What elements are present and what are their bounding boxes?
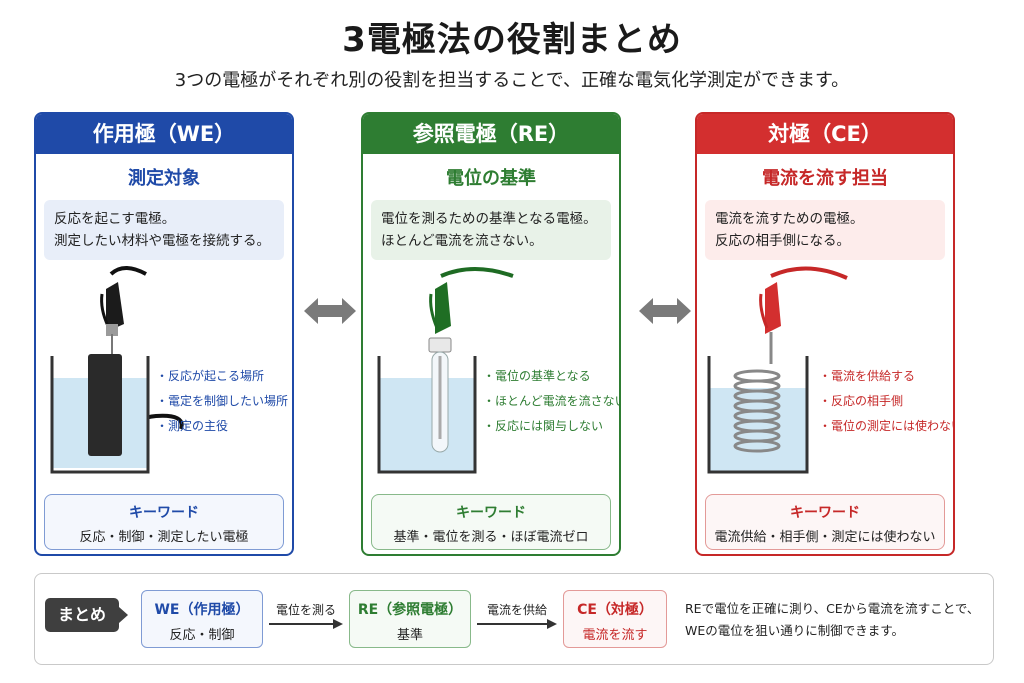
summary-text-line: REで電位を正確に測り、CEから電流を流すことで、 xyxy=(685,601,980,616)
list-item: ・反応には関与しない xyxy=(483,419,604,433)
reference-electrode-illustration xyxy=(377,267,514,474)
keyword-text: 基準・電位を測る・ほぼ電流ゼロ xyxy=(393,530,589,545)
arrow-right-icon xyxy=(477,619,557,629)
list-item: ・電流を供給する xyxy=(819,369,916,383)
panel-header: 参照電極（RE） xyxy=(363,114,619,154)
summary-arrow-1: 電位を測る xyxy=(267,601,345,641)
feature-list: ・電位の基準となる ・ほとんど電流を流さない ・反応には関与しない xyxy=(483,364,621,439)
summary-ce-title: CE（対極） xyxy=(577,602,653,618)
double-arrow-icon xyxy=(639,298,691,324)
working-electrode-illustration xyxy=(50,266,184,474)
feature-list: ・反応が起こる場所 ・電定を制御したい場所 ・測定の主役 xyxy=(156,364,288,439)
keyword-text: 電流供給・相手側・測定には使わない xyxy=(714,530,936,545)
arrow-right-icon xyxy=(269,619,343,629)
panel-header: 対極（CE） xyxy=(697,114,953,154)
summary-re-box: RE（参照電極） 基準 xyxy=(349,590,471,648)
arrow-label: 電位を測る xyxy=(275,603,336,617)
double-arrow-icon xyxy=(304,298,356,324)
keyword-title: キーワード xyxy=(456,505,526,521)
list-item: ・反応の相手側 xyxy=(819,394,904,408)
list-item: ・測定の主役 xyxy=(156,419,229,433)
list-item: ・ほとんど電流を流さない xyxy=(483,394,621,408)
list-item: ・電位の測定には使わない xyxy=(819,419,955,433)
counter-electrode-illustration xyxy=(707,266,848,474)
panel-role: 測定対象 xyxy=(128,168,200,189)
keyword-box: キーワード 反応・制御・測定したい電極 xyxy=(44,494,284,550)
keyword-box: キーワード 電流供給・相手側・測定には使わない xyxy=(705,494,945,550)
description-line: 電流を流すための電極。 xyxy=(715,211,864,227)
list-item: ・電位の基準となる xyxy=(483,369,591,383)
summary-arrow-2: 電流を供給 xyxy=(475,601,559,641)
keyword-text: 反応・制御・測定したい電極 xyxy=(79,530,249,545)
panel-role: 電流を流す担当 xyxy=(762,168,888,189)
summary-we-box: WE（作用極） 反応・制御 xyxy=(141,590,263,648)
panel-description: 電位を測るための基準となる電極。 ほとんど電流を流さない。 xyxy=(371,200,611,260)
summary-tag-pointer xyxy=(119,607,128,623)
list-item: ・電定を制御したい場所 xyxy=(156,394,289,408)
summary-re-title: RE（参照電極） xyxy=(357,602,463,618)
page-subtitle: 3つの電極がそれぞれ別の役割を担当することで、正確な電気化学測定ができます。 xyxy=(174,70,850,91)
summary-ce-subtitle: 電流を流す xyxy=(582,628,648,643)
summary-we-subtitle: 反応・制御 xyxy=(169,628,235,643)
summary-re-subtitle: 基準 xyxy=(396,628,423,643)
summary-tag: まとめ xyxy=(45,598,119,632)
panel-reference-electrode: 参照電極（RE） 電位の基準 電位を測るための基準となる電極。 ほとんど電流を流… xyxy=(361,112,621,556)
summary-box: まとめ WE（作用極） 反応・制御 電位を測る RE（参照電極） 基準 電流を供… xyxy=(34,573,994,665)
keyword-box: キーワード 基準・電位を測る・ほぼ電流ゼロ xyxy=(371,494,611,550)
summary-we-title: WE（作用極） xyxy=(154,602,250,618)
description-line: 反応を起こす電極。 xyxy=(54,211,176,227)
description-line: 反応の相手側になる。 xyxy=(715,233,850,249)
keyword-title: キーワード xyxy=(790,505,860,521)
arrow-label: 電流を供給 xyxy=(486,603,547,617)
keyword-title: キーワード xyxy=(129,505,199,521)
summary-text: REで電位を正確に測り、CEから電流を流すことで、 WEの電位を狙い通りに制御で… xyxy=(685,598,979,642)
summary-ce-box: CE（対極） 電流を流す xyxy=(563,590,667,648)
description-line: 電位を測るための基準となる電極。 xyxy=(381,211,597,227)
panel-header: 作用極（WE） xyxy=(36,114,292,154)
feature-list: ・電流を供給する ・反応の相手側 ・電位の測定には使わない xyxy=(819,364,955,439)
list-item: ・反応が起こる場所 xyxy=(156,369,265,383)
panel-description: 反応を起こす電極。 測定したい材料や電極を接続する。 xyxy=(44,200,284,260)
panel-counter-electrode: 対極（CE） 電流を流す担当 電流を流すための電極。 反応の相手側になる。 ・電… xyxy=(695,112,955,556)
description-line: 測定したい材料や電極を接続する。 xyxy=(54,233,270,249)
page-title: 3電極法の役割まとめ xyxy=(342,20,682,60)
description-line: ほとんど電流を流さない。 xyxy=(381,233,543,249)
panel-role: 電位の基準 xyxy=(446,168,536,189)
panel-description: 電流を流すための電極。 反応の相手側になる。 xyxy=(705,200,945,260)
panel-working-electrode: 作用極（WE） 測定対象 反応を起こす電極。 測定したい材料や電極を接続する。 … xyxy=(34,112,294,556)
summary-text-line: WEの電位を狙い通りに制御できます。 xyxy=(685,623,905,638)
